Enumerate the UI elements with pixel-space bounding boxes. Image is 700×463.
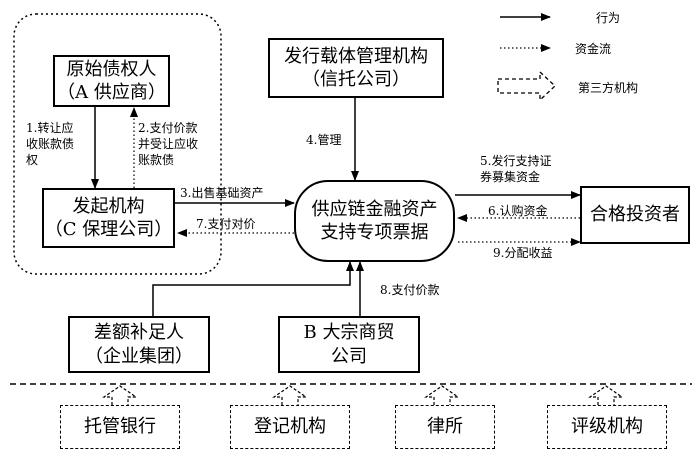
- third-party-rating-agency: 评级机构: [547, 405, 667, 449]
- third-party-custodian-bank: 托管银行: [60, 405, 180, 449]
- legend-action-label: 行为: [596, 11, 621, 25]
- edge-9-label: 9.分配收益: [493, 246, 553, 260]
- edge-6-label: 6.认购资金: [488, 204, 548, 218]
- node-trading-company: B 大宗商贸 公司: [278, 316, 420, 373]
- group-boundary: [13, 13, 222, 275]
- legend-fund-flow-label: 资金流: [575, 42, 612, 56]
- edge-8-label: 8.支付价款: [380, 283, 440, 297]
- edge-1-label: 1.转让应 收账款债 权: [26, 121, 75, 168]
- third-party-arrow-registry: [272, 385, 308, 405]
- node-original-creditor: 原始债权人 （A 供应商）: [53, 55, 170, 107]
- third-party-arrow-law-firm: [424, 385, 460, 405]
- edge-5-label: 5.发行支持证 券募集资金: [480, 154, 552, 185]
- edge-4-label: 4.管理: [306, 133, 342, 147]
- node-initiator: 发起机构 （C 保理公司）: [42, 188, 175, 248]
- guarantor-connector: [152, 261, 354, 316]
- third-party-arrow-custodian: [102, 385, 138, 405]
- third-party-law-firm: 律所: [395, 405, 495, 449]
- node-investors: 合格投资者: [580, 186, 690, 244]
- node-center-abn: 供应链金融资产 支持专项票据: [294, 180, 455, 262]
- edge-3-label: 3.出售基础资产: [180, 186, 264, 200]
- edge-7-label: 7.支付对价: [196, 217, 256, 231]
- legend-third-party-label: 第三方机构: [578, 81, 639, 95]
- third-party-registry: 登记机构: [230, 405, 350, 449]
- node-guarantor: 差额补足人 （企业集团）: [68, 316, 210, 373]
- legend-third-party-icon: [497, 70, 556, 102]
- node-issuing-manager: 发行载体管理机构 （信托公司）: [268, 38, 444, 98]
- third-party-arrow-rating: [588, 385, 624, 405]
- edge-2-label: 2.支付价款 并受让应收 账款债: [138, 121, 199, 168]
